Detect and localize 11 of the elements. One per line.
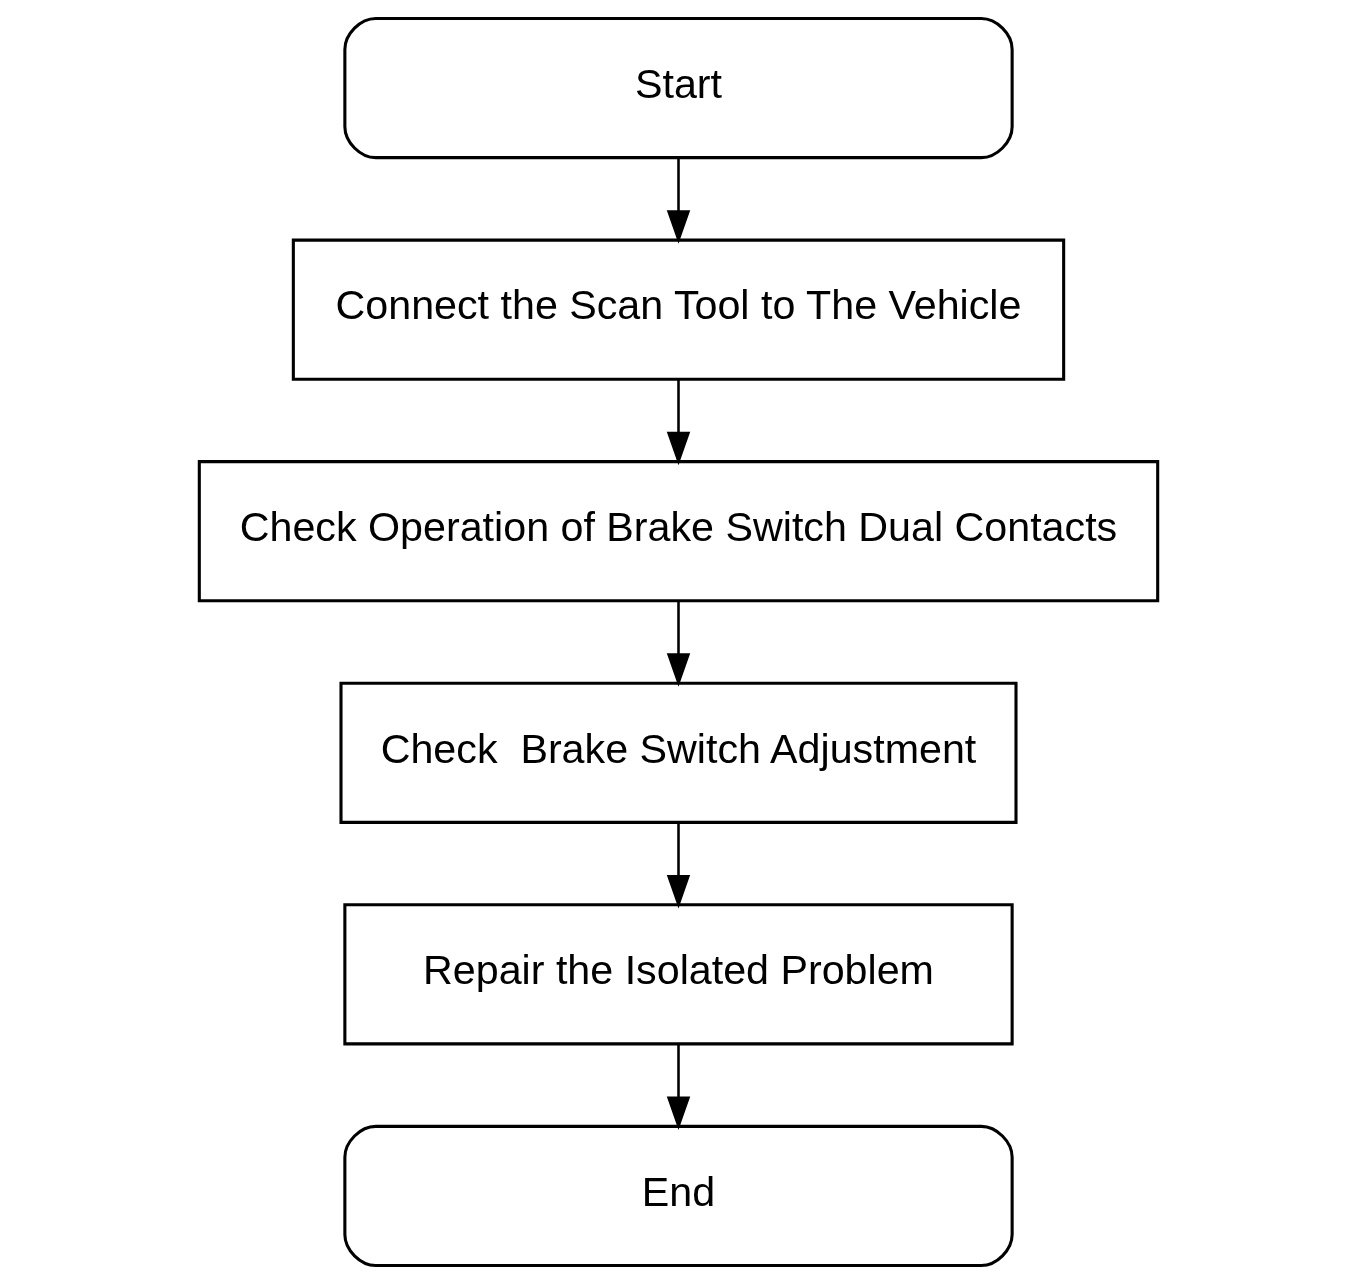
arrow xyxy=(666,822,690,909)
arrow xyxy=(666,379,690,466)
arrow xyxy=(666,601,690,687)
arrow xyxy=(666,157,690,244)
node-box: Connect the Scan Tool to The Vehicle xyxy=(291,238,1065,381)
node-box: Start xyxy=(342,17,1014,160)
arrow xyxy=(666,1044,690,1130)
node-box: Check Brake Switch Adjustment xyxy=(338,681,1018,824)
node-box: Repair the Isolated Problem xyxy=(342,903,1014,1046)
node-box: End xyxy=(342,1124,1014,1267)
node-box: Check Operation of Brake Switch Dual Contacts xyxy=(197,460,1159,603)
